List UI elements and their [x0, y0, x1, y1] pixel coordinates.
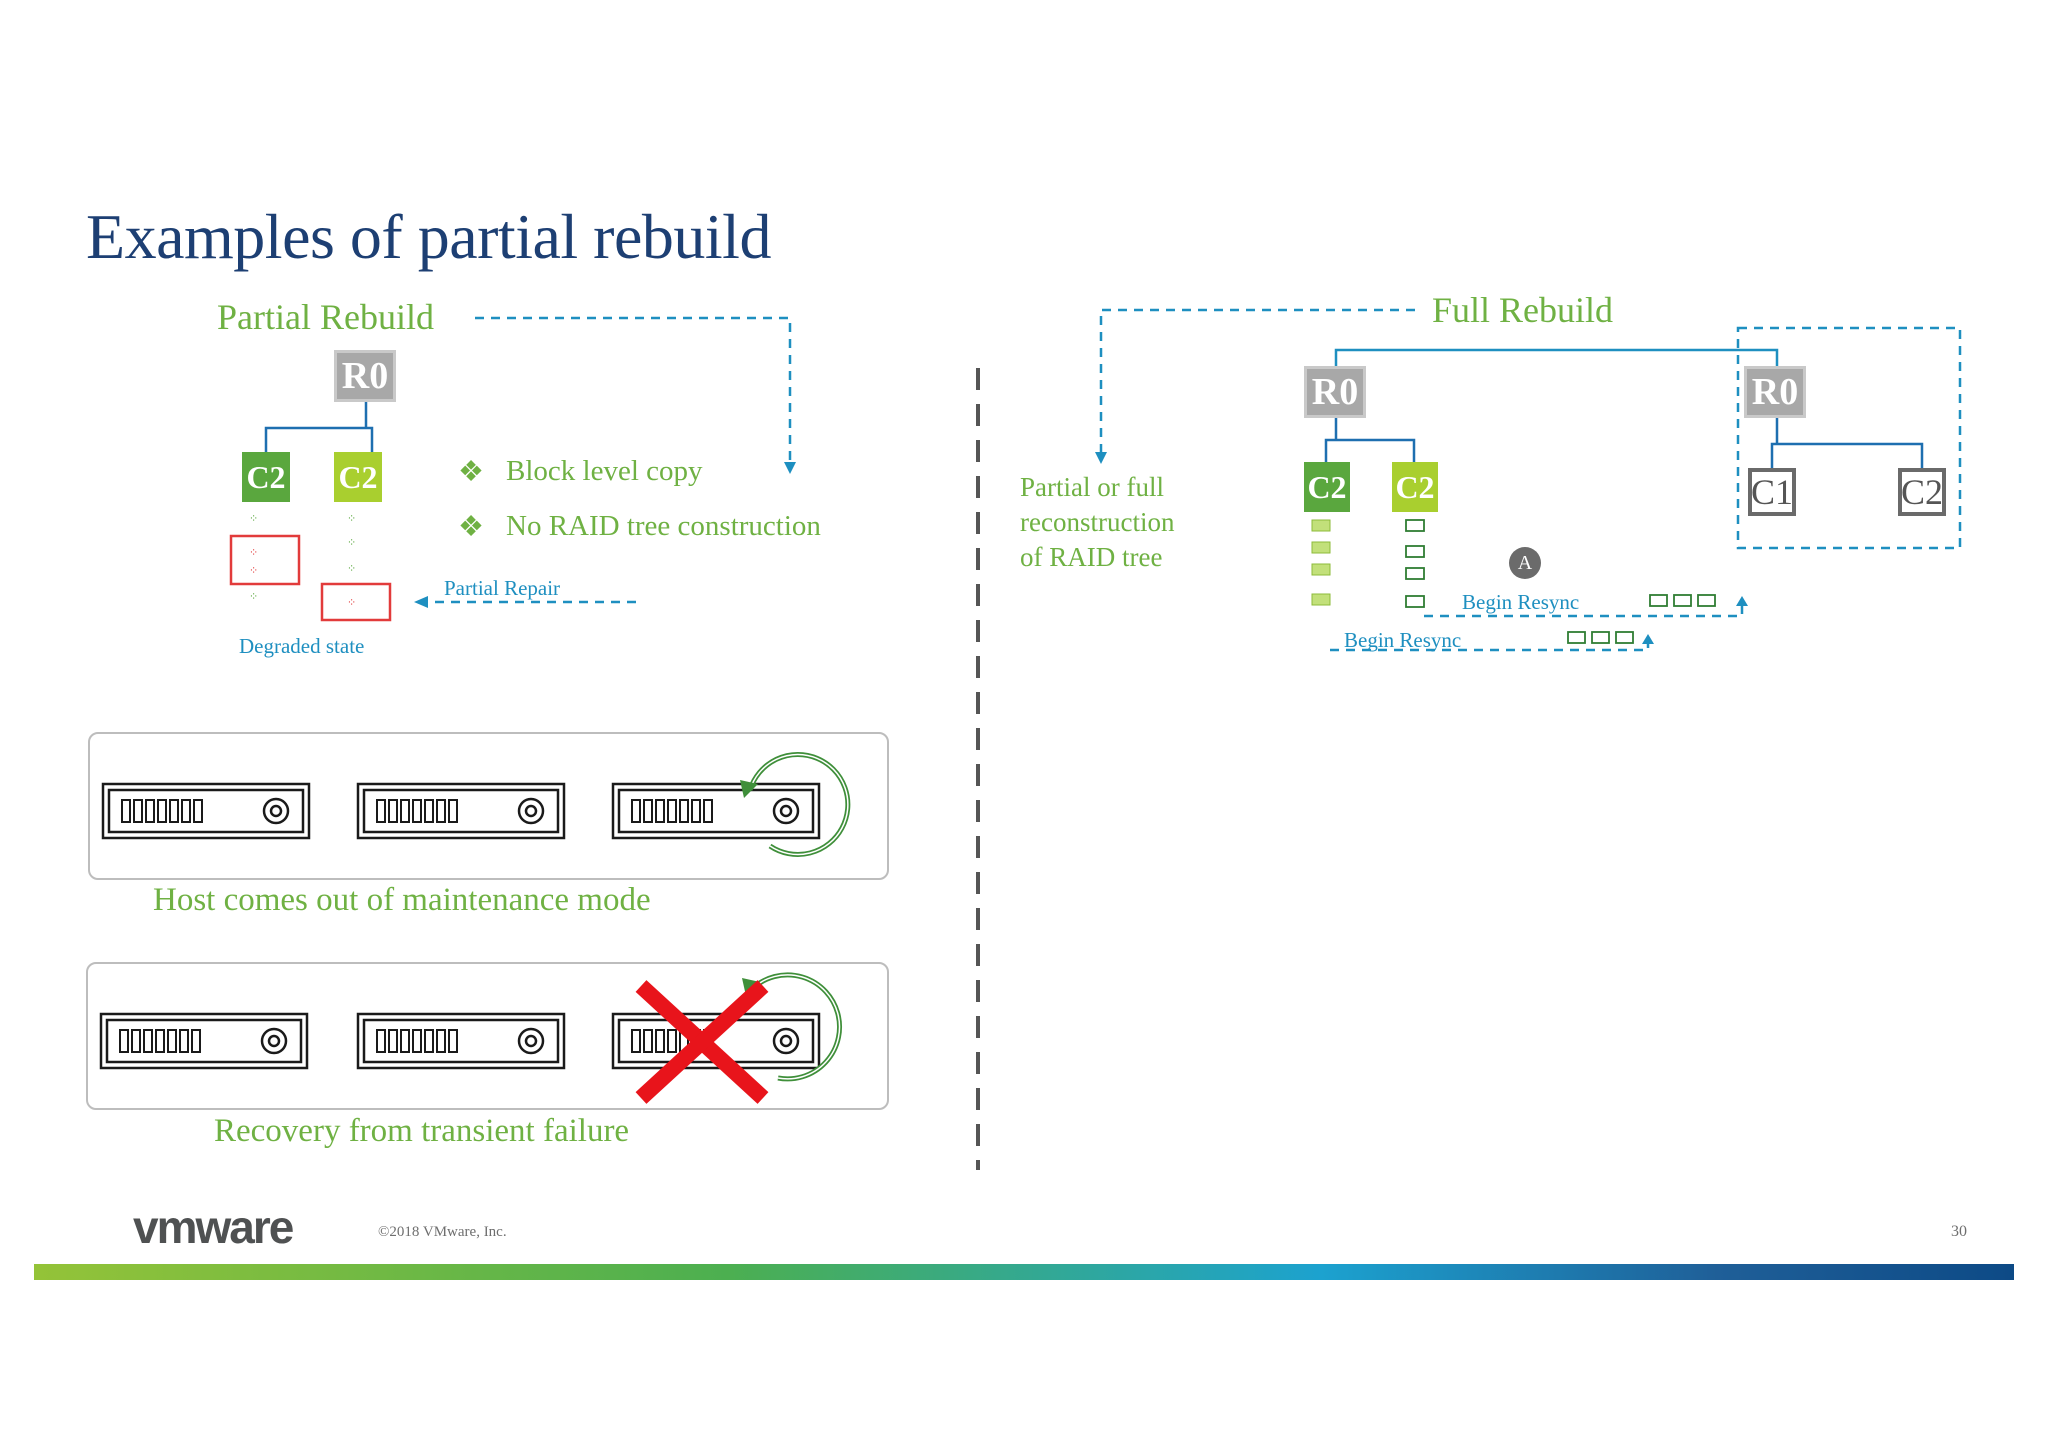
begin-resync-label-1: Begin Resync — [1462, 590, 1580, 614]
svg-text:⁘: ⁘ — [249, 591, 258, 603]
full-c2-node-2: C2 — [1392, 462, 1438, 512]
svg-text:⁘: ⁘ — [249, 513, 258, 525]
host-panel-caption-maintenance: Host comes out of maintenance mode — [153, 882, 651, 918]
partial-bullet-list: ❖ Block level copy ❖ No RAID tree constr… — [458, 454, 821, 544]
resync-blocks-icon — [1649, 594, 1716, 607]
full-left-r0-node: R0 — [1304, 366, 1366, 418]
partial-rebuild-heading: Partial Rebuild — [217, 297, 434, 337]
begin-resync-label-2: Begin Resync — [1344, 628, 1462, 652]
marker-a-badge: A — [1509, 547, 1541, 579]
svg-text:⁘: ⁘ — [347, 563, 356, 575]
partial-repair-label: Partial Repair — [444, 576, 561, 600]
diamond-bullet-icon: ❖ — [458, 511, 484, 543]
note-line: Partial or full — [1020, 472, 1164, 502]
vmware-logo: vmware — [133, 1201, 294, 1253]
footer-gradient-bar — [34, 1264, 2014, 1280]
copyright-text: ©2018 VMware, Inc. — [378, 1224, 507, 1240]
svg-text:⁘: ⁘ — [249, 547, 258, 559]
data-block-stacks — [1311, 519, 1425, 608]
bullet-text: No RAID tree construction — [506, 510, 821, 542]
host-panel-maintenance — [88, 732, 889, 880]
failure-x-icon — [635, 980, 769, 1104]
full-c2-outline-node: C2 — [1898, 468, 1946, 516]
page-number: 30 — [1951, 1223, 1967, 1240]
full-right-r0-node: R0 — [1744, 366, 1806, 418]
degraded-state-label: Degraded state — [239, 634, 365, 658]
bullet-text: Block level copy — [506, 455, 703, 487]
degraded-blocks: ⁘ ⁘ ⁘ ⁘ ⁘ ⁘ ⁘ ⁘ — [229, 513, 392, 622]
bullet-no-raid-tree: ❖ No RAID tree construction — [458, 509, 821, 544]
svg-text:⁘: ⁘ — [249, 565, 258, 577]
full-c2-node-1: C2 — [1304, 462, 1350, 512]
full-c1-outline-node: C1 — [1748, 468, 1796, 516]
full-rebuild-heading: Full Rebuild — [1432, 290, 1614, 330]
host-drives-illustration — [99, 972, 842, 1104]
host-panel-transient-failure — [86, 962, 889, 1110]
slide-title: Examples of partial rebuild — [86, 201, 771, 272]
bullet-block-level-copy: ❖ Block level copy — [458, 454, 821, 489]
partial-c2-node-1: C2 — [242, 452, 290, 502]
note-line: of RAID tree — [1020, 542, 1163, 572]
resync-blocks-icon — [1567, 631, 1634, 644]
host-panel-caption-transient: Recovery from transient failure — [214, 1113, 630, 1149]
diamond-bullet-icon: ❖ — [458, 456, 484, 488]
partial-r0-node: R0 — [334, 350, 396, 402]
partial-c2-node-2: C2 — [334, 452, 382, 502]
svg-text:⁘: ⁘ — [347, 513, 356, 525]
note-line: reconstruction — [1020, 507, 1175, 537]
host-drives-illustration — [101, 751, 851, 857]
svg-text:⁘: ⁘ — [347, 597, 356, 609]
reconstruction-note: Partial or full reconstruction of RAID t… — [1020, 470, 1174, 575]
svg-text:⁘: ⁘ — [347, 537, 356, 549]
